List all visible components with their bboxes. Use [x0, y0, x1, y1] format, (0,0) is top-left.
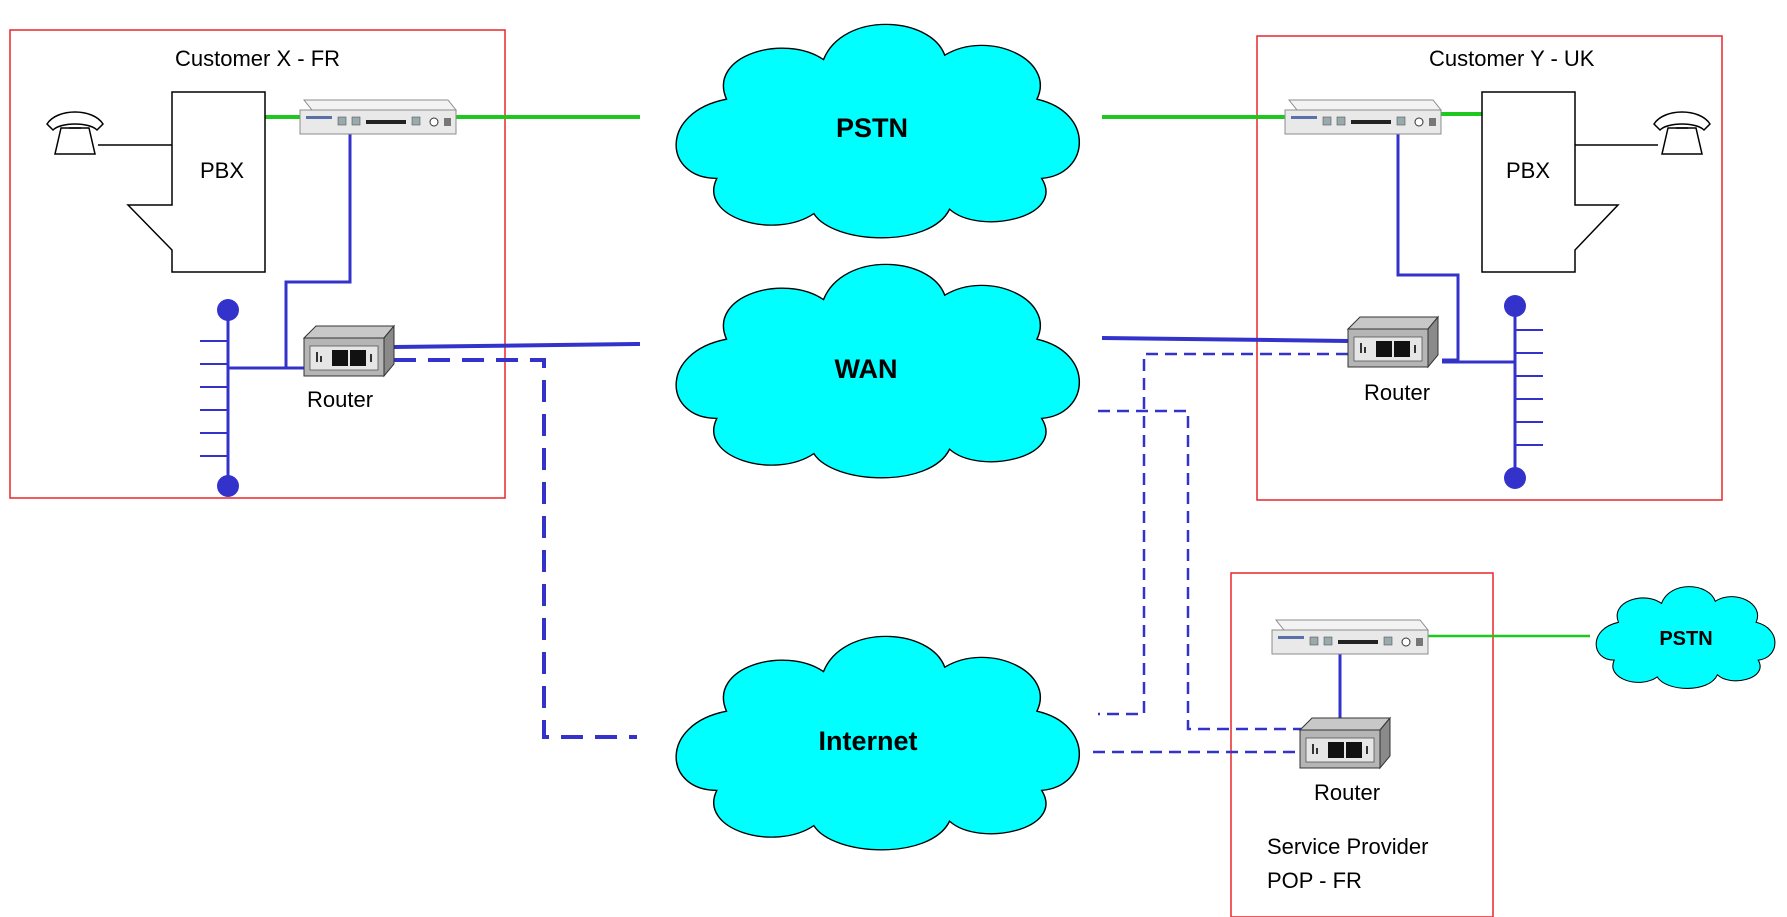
voice-links: [265, 112, 1590, 638]
router-customer-y: Router: [1347, 316, 1439, 405]
lan-bus-customer-y: [1504, 295, 1543, 489]
site-box-customer-y: [1256, 35, 1723, 501]
router-label: Router: [1364, 380, 1430, 405]
site-title-customer-x: Customer X - FR: [175, 46, 340, 71]
router-provider: Router: [1299, 717, 1391, 805]
telephone-customer-y: [1575, 111, 1711, 155]
telephone-icon: [46, 111, 104, 155]
lan-bus-customer-x: [200, 299, 239, 497]
pbx-icon: [1481, 91, 1620, 273]
router-label: Router: [307, 387, 373, 412]
voip-gateway-icon: [1284, 99, 1442, 135]
cloud-label-internet: Internet: [818, 726, 917, 756]
internet-links: [394, 352, 1348, 754]
site-title-provider-line2: POP - FR: [1267, 868, 1362, 893]
cloud-pstn-small: PSTN: [1595, 586, 1776, 689]
pbx-customer-x: PBX: [126, 91, 266, 273]
site-title-provider-line1: Service Provider: [1267, 834, 1428, 859]
router-icon: [1347, 316, 1439, 368]
cloud-label-pstn-small: PSTN: [1659, 628, 1712, 650]
cloud-internet: Internet: [675, 635, 1081, 851]
pbx-label: PBX: [200, 158, 244, 183]
telephone-customer-x: [46, 111, 172, 155]
cloud-label-wan: WAN: [835, 354, 898, 384]
router-customer-x: Router: [303, 325, 395, 412]
site-box-service-provider: [1230, 572, 1494, 917]
router-icon: [1299, 717, 1391, 769]
voip-gateway-icon: [299, 99, 457, 135]
data-links: [228, 130, 1515, 718]
router-label: Router: [1314, 780, 1380, 805]
telephone-icon: [1653, 111, 1711, 155]
cloud-wan: WAN: [675, 263, 1081, 479]
site-title-customer-y: Customer Y - UK: [1429, 46, 1595, 71]
voip-gateway-icon: [1271, 619, 1429, 655]
pbx-customer-y: PBX: [1481, 91, 1620, 273]
router-icon: [303, 325, 395, 377]
voip-gateway-customer-y: [1284, 99, 1442, 135]
cloud-label-pstn: PSTN: [836, 113, 908, 143]
voip-gateway-customer-x: [299, 99, 457, 135]
site-box-customer-x: [9, 29, 506, 499]
pbx-icon: [126, 91, 266, 273]
pbx-label: PBX: [1506, 158, 1550, 183]
voip-gateway-provider: [1271, 619, 1429, 655]
cloud-pstn-main: PSTN: [675, 23, 1081, 239]
